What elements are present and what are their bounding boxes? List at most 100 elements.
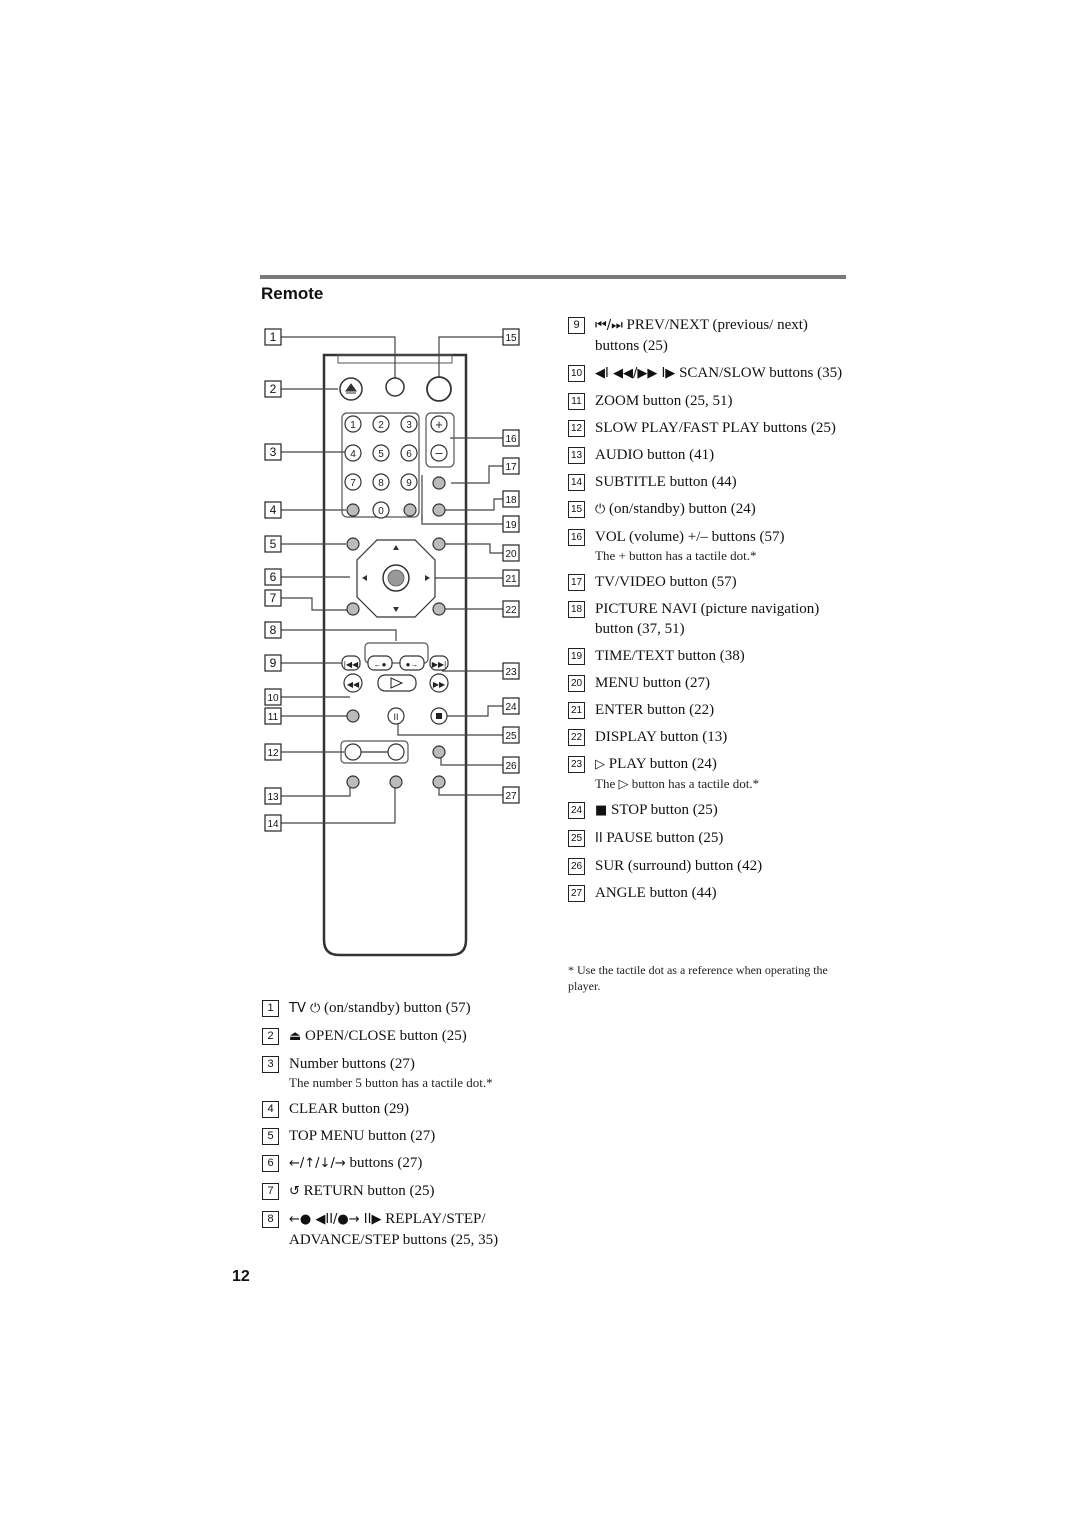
callout-box-7 — [264, 589, 282, 607]
legend-note: The number 5 button has a tactile dot.* — [289, 1075, 493, 1090]
number-6-label: 6 — [406, 449, 412, 460]
return-button — [346, 602, 360, 616]
svg-text:●→: ●→ — [406, 660, 419, 669]
number-0-button — [372, 501, 390, 519]
replay-frame — [364, 642, 429, 664]
legend-number-box: 13 — [568, 447, 585, 464]
legend-number-box: 5 — [262, 1128, 279, 1145]
callout-label-11: 11 — [268, 712, 279, 723]
number-7-label: 7 — [350, 478, 356, 489]
fast-play-button — [387, 743, 405, 761]
legend-glyph-icon: ⏻ — [595, 502, 606, 517]
callout-label-15: 15 — [505, 333, 517, 344]
legend-number-box: 12 — [568, 420, 585, 437]
callout-box-24 — [502, 697, 520, 715]
legend-text: SUR (surround) button (42) — [595, 858, 763, 874]
legend-note: The + button has a tactile dot.* — [595, 548, 757, 563]
scan-forward-button — [429, 673, 449, 693]
legend-number-box: 23 — [568, 756, 585, 773]
volume-down-label: – — [435, 445, 443, 460]
play-icon — [390, 677, 404, 689]
legend-text: PICTURE NAVI (picture navigation) button… — [595, 601, 820, 637]
next-button — [429, 655, 449, 671]
pause-button — [387, 707, 405, 725]
callout-box-15 — [502, 328, 520, 346]
legend-number-box: 9 — [568, 317, 585, 334]
svg-text:▶▶|: ▶▶| — [432, 660, 446, 669]
power-button — [426, 376, 452, 402]
legend-text: RETURN button (25) — [303, 1183, 435, 1199]
zoom-button — [346, 709, 360, 723]
callout-label-13: 13 — [267, 792, 279, 803]
callout-label-21: 21 — [505, 574, 517, 585]
legend-text: STOP button (25) — [611, 802, 718, 818]
callout-box-5 — [264, 535, 282, 553]
number-2-label: 2 — [378, 420, 384, 431]
callout-box-1 — [264, 328, 282, 346]
callout-box-18 — [502, 490, 520, 508]
legend-text: PLAY button (24) — [608, 756, 717, 772]
legend-text: ZOOM button (25, 51) — [595, 393, 733, 409]
callout-label-24: 24 — [505, 702, 517, 713]
svg-text:▶▶: ▶▶ — [433, 680, 446, 689]
callout-label-10: 10 — [267, 693, 279, 704]
callout-box-21 — [502, 569, 520, 587]
eject-icon — [345, 383, 357, 394]
legend-text: REPLAY/STEP/ ADVANCE/STEP buttons (25, 3… — [289, 1211, 499, 1248]
legend-number-box: 21 — [568, 702, 585, 719]
callout-label-20: 20 — [505, 549, 517, 560]
legend-number-box: 11 — [568, 393, 585, 410]
svg-text:←●: ←● — [374, 660, 387, 669]
callout-label-25: 25 — [505, 731, 517, 742]
callout-box-19 — [502, 515, 520, 533]
legend-glyph-icon: ▷ — [595, 757, 605, 772]
legend-text: TV/VIDEO button (57) — [595, 574, 737, 590]
number-7-button — [344, 473, 362, 491]
callout-label-14: 14 — [267, 819, 279, 830]
legend-number-box: 18 — [568, 601, 585, 618]
volume-up-button — [430, 415, 448, 433]
legend-text: CLEAR button (29) — [289, 1101, 409, 1117]
number-1-button — [344, 415, 362, 433]
legend-text: OPEN/CLOSE button (25) — [305, 1028, 467, 1044]
callout-label-3: 3 — [270, 445, 277, 459]
callout-box-14 — [264, 814, 282, 832]
legend-number-box: 20 — [568, 675, 585, 692]
advance-button — [399, 655, 425, 671]
remote-body — [322, 353, 468, 957]
svg-text:|◀◀: |◀◀ — [344, 660, 359, 669]
legend-text: SUBTITLE button (44) — [595, 474, 737, 490]
legend-number-box: 1 — [262, 1000, 279, 1017]
picture-navi-button — [403, 503, 417, 517]
callout-box-10 — [264, 688, 282, 706]
number-2-button — [372, 415, 390, 433]
callout-box-17 — [502, 457, 520, 475]
legend-text: buttons (27) — [349, 1155, 423, 1171]
legend-glyph-icon: ⏏ — [289, 1029, 302, 1044]
legend-text: SCAN/SLOW buttons (35) — [679, 365, 843, 381]
menu-button — [432, 537, 446, 551]
legend-number-box: 19 — [568, 648, 585, 665]
legend-text: ANGLE button (44) — [595, 885, 717, 901]
callout-box-26 — [502, 756, 520, 774]
callout-label-19: 19 — [505, 520, 517, 531]
legend-text: (on/standby) button (57) — [324, 1000, 471, 1016]
svg-text:◀◀: ◀◀ — [347, 680, 360, 689]
tv-video-button — [432, 476, 446, 490]
callout-label-26: 26 — [505, 761, 517, 772]
legend-text: TOP MENU button (27) — [289, 1128, 436, 1144]
time-text-button — [432, 503, 446, 517]
volume-frame — [425, 412, 455, 468]
legend-number-box: 16 — [568, 529, 585, 546]
callout-label-1: 1 — [270, 330, 277, 344]
number-8-button — [372, 473, 390, 491]
number-4-button — [344, 444, 362, 462]
number-6-button — [400, 444, 418, 462]
legend-number-box: 17 — [568, 574, 585, 591]
legend-text: SLOW PLAY/FAST PLAY buttons (25) — [595, 420, 836, 436]
legend-number-box: 10 — [568, 365, 585, 382]
number-9-button — [400, 473, 418, 491]
callout-label-2: 2 — [270, 382, 277, 396]
legend-text: ENTER button (22) — [595, 702, 715, 718]
